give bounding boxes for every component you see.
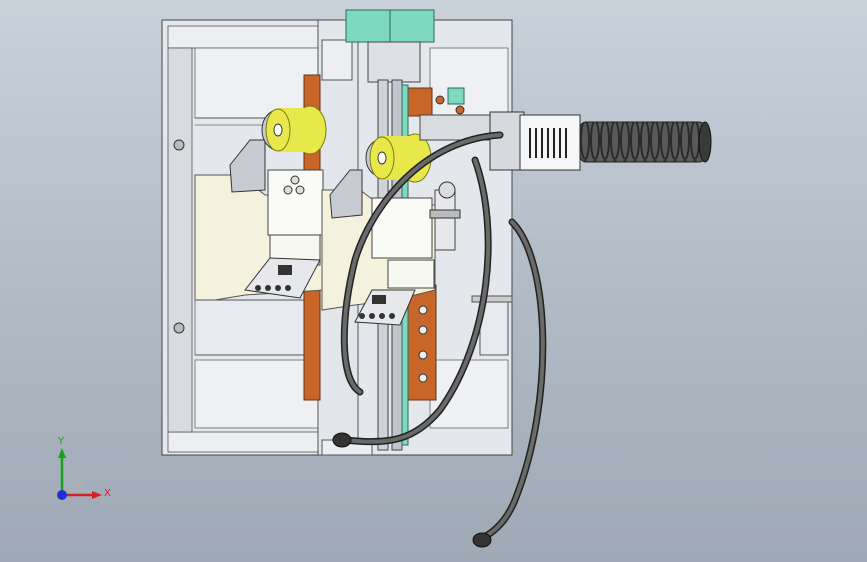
right-control-panel — [354, 289, 416, 326]
flex-hoses — [332, 131, 547, 548]
x-axis-label: X — [104, 488, 111, 499]
z-axis-icon — [57, 490, 67, 500]
back-panels — [194, 47, 509, 429]
wire-spool-right — [365, 133, 432, 183]
right-rail-box — [471, 295, 513, 356]
axis-triad: Y X — [40, 436, 120, 510]
y-axis-label: Y — [58, 436, 65, 447]
axis-triad-graphic — [57, 448, 102, 500]
top-motor-block — [345, 9, 435, 83]
corrugated-hose — [579, 121, 712, 163]
wire-spool-left — [261, 105, 327, 155]
left-control-panel — [244, 257, 321, 299]
brackets — [229, 139, 363, 219]
connector-block — [489, 111, 581, 171]
